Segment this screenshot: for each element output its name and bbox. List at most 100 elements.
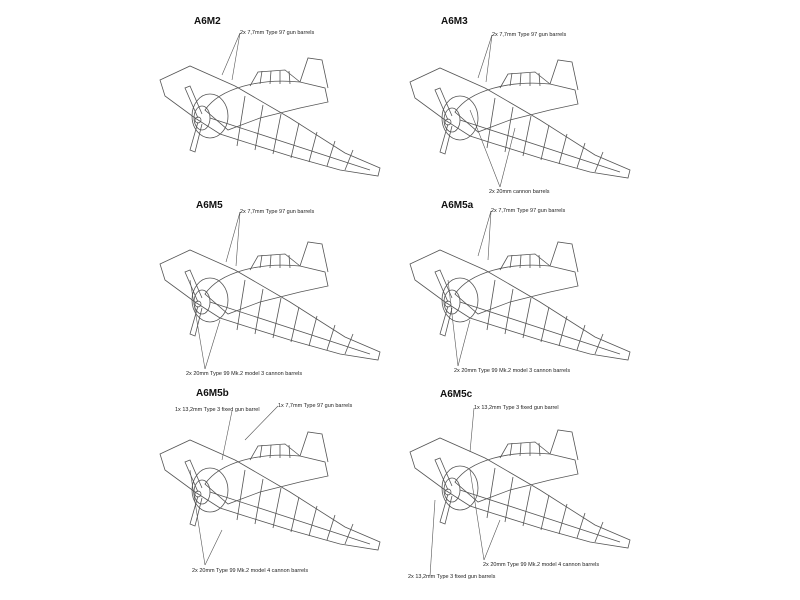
wing-panel-line <box>236 95 246 147</box>
propeller-spinner <box>444 118 452 126</box>
wing-panel-line <box>254 104 264 151</box>
propeller-blade <box>439 123 453 155</box>
wing-outline <box>159 249 381 361</box>
engine-face <box>443 477 461 503</box>
leader-line-panel-6 <box>469 469 485 561</box>
callout-a6m5b-hmg: 1x 13,2mm Type 3 fixed gun barrel <box>175 407 260 413</box>
canopy-outline <box>499 253 551 271</box>
wing-panel-line <box>344 333 354 355</box>
leader-line-panel-2 <box>477 34 493 79</box>
wing-spar-line <box>209 491 371 545</box>
wing-panel-line <box>558 315 568 347</box>
canopy-frame <box>519 254 522 269</box>
wing-panel-line <box>326 324 336 351</box>
propeller-blade <box>434 87 453 121</box>
leader-line-panel-4 <box>457 319 471 367</box>
tail-fin <box>299 241 329 273</box>
wing-panel-line <box>254 478 264 525</box>
callout-a6m5-cannon: 2x 20mm Type 99 Mk.2 model 3 cannon barr… <box>186 371 303 377</box>
wing-panel-line <box>522 115 532 157</box>
callout-a6m3-cannon: 2x 20mm cannon barrels <box>489 189 550 195</box>
tail-fin <box>299 57 329 89</box>
leader-line-panel-3 <box>225 211 241 263</box>
leader-line-panel-2 <box>469 109 501 188</box>
callout-a6m5c-cannon: 2x 20mm Type 99 Mk.2 model 4 cannon barr… <box>483 562 600 568</box>
propeller-blade <box>189 121 203 153</box>
canopy-frame <box>509 254 513 269</box>
engine-face <box>443 107 461 133</box>
wing-panel-line <box>576 142 586 169</box>
canopy-frame <box>259 70 263 85</box>
canopy-outline <box>499 71 551 89</box>
aircraft-3 <box>159 241 381 361</box>
fuselage-outline <box>204 264 329 315</box>
wing-panel-line <box>290 306 300 343</box>
leader-line-panel-2 <box>499 127 516 188</box>
panel-title-a6m5b: A6M5b <box>196 388 229 399</box>
wing-panel-line <box>308 315 318 347</box>
engine-cowling <box>441 277 479 323</box>
propeller-blade <box>184 85 203 119</box>
canopy-frame <box>509 72 513 87</box>
wing-panel-line <box>558 133 568 165</box>
leader-line-panel-5 <box>221 410 233 461</box>
panel-title-a6m3: A6M3 <box>441 16 468 27</box>
canopy-frame <box>538 442 541 457</box>
wing-panel-line <box>236 469 246 521</box>
leader-line-panel-5 <box>189 469 206 566</box>
propeller-spinner <box>194 300 202 308</box>
aircraft-2 <box>409 59 631 179</box>
fuselage-outline <box>454 452 579 503</box>
canopy-outline <box>249 253 301 271</box>
callout-a6m5a-mg: 2x 7,7mm Type 97 gun barrels <box>491 208 566 214</box>
wing-panel-line <box>504 106 514 153</box>
leader-line-panel-4 <box>487 210 492 261</box>
wing-panel-line <box>522 297 532 339</box>
canopy-frame <box>509 442 513 457</box>
wing-spar-line <box>209 301 371 355</box>
leader-line-panel-5 <box>204 529 223 566</box>
panel-title-a6m5a: A6M5a <box>441 200 474 211</box>
engine-cowling <box>441 95 479 141</box>
callout-a6m5b-mg: 1x 7,7mm Type 97 gun barrels <box>278 403 353 409</box>
wing-panel-line <box>504 288 514 335</box>
wing-panel-line <box>540 306 550 343</box>
wing-panel-line <box>236 279 246 331</box>
canopy-frame <box>269 254 272 269</box>
leader-line-panel-6 <box>429 499 436 577</box>
wing-panel-line <box>576 512 586 539</box>
wing-panel-line <box>272 297 282 339</box>
canopy-frame <box>259 444 263 459</box>
engine-cowling <box>191 467 229 513</box>
leader-line-panel-2 <box>485 34 493 83</box>
engine-cowling <box>191 277 229 323</box>
wing-panel-line <box>540 124 550 161</box>
propeller-blade <box>439 305 453 337</box>
canopy-frame <box>288 444 291 459</box>
wing-spar-line <box>459 489 621 543</box>
leader-line-panel-6 <box>483 519 501 561</box>
wing-panel-line <box>594 151 604 173</box>
wing-panel-line <box>290 122 300 159</box>
wing-panel-line <box>594 333 604 355</box>
wing-outline <box>409 437 631 549</box>
wing-outline <box>159 65 381 177</box>
canopy-outline <box>249 443 301 461</box>
panel-title-a6m5: A6M5 <box>196 200 223 211</box>
wing-panel-line <box>326 514 336 541</box>
fuselage-outline <box>204 80 329 131</box>
propeller-blade <box>189 305 203 337</box>
panel-title-a6m2: A6M2 <box>194 16 221 27</box>
propeller-spinner <box>194 490 202 498</box>
canopy-frame <box>288 254 291 269</box>
wing-panel-line <box>558 503 568 535</box>
wing-panel-line <box>344 523 354 545</box>
wing-panel-line <box>308 131 318 163</box>
propeller-blade <box>184 459 203 493</box>
aircraft-4 <box>409 241 631 361</box>
wing-panel-line <box>504 476 514 523</box>
fuselage-outline <box>454 264 579 315</box>
leader-line-panel-6 <box>469 407 475 453</box>
callout-a6m5b-cannon: 2x 20mm Type 99 Mk.2 model 4 cannon barr… <box>192 568 309 574</box>
